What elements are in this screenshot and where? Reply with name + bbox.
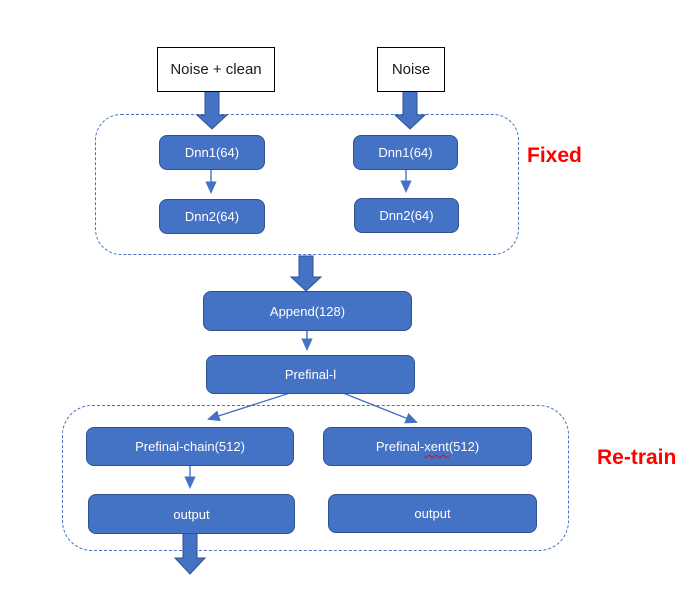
node-input-noise-clean: Noise + clean — [157, 47, 275, 92]
prefinal-xent-prefix: Prefinal- — [375, 439, 425, 454]
retrain-group-box — [62, 405, 569, 551]
node-output-left: output — [88, 494, 295, 534]
thick-arrow-final-output — [173, 531, 207, 575]
node-dnn2-right: Dnn2(64) — [354, 198, 459, 233]
prefinal-xent-suffix: (512) — [448, 439, 480, 454]
node-output-right: output — [328, 494, 537, 533]
fixed-group-label: Fixed — [527, 144, 582, 167]
thick-arrow-noise-clean-to-fixed — [195, 89, 229, 130]
connector-prefinal-chain — [207, 392, 291, 422]
node-input-noise: Noise — [377, 47, 445, 92]
node-dnn2-left: Dnn2(64) — [159, 199, 265, 234]
node-dnn1-left: Dnn1(64) — [159, 135, 265, 170]
node-append: Append(128) — [203, 291, 412, 331]
node-dnn1-right: Dnn1(64) — [353, 135, 458, 170]
prefinal-xent-misspelled-word: xent — [424, 439, 449, 454]
thick-arrow-noise-to-fixed — [393, 89, 427, 130]
node-prefinal-chain: Prefinal-chain(512) — [86, 427, 294, 466]
thick-arrow-fixed-to-append — [289, 255, 323, 292]
retrain-group-label: Re-train — [597, 446, 677, 469]
fixed-group-box — [95, 114, 519, 255]
node-prefinal-l: Prefinal-l — [206, 355, 415, 394]
connector-prefinal-xent — [342, 392, 418, 424]
node-prefinal-xent: Prefinal-xent(512) — [323, 427, 532, 466]
